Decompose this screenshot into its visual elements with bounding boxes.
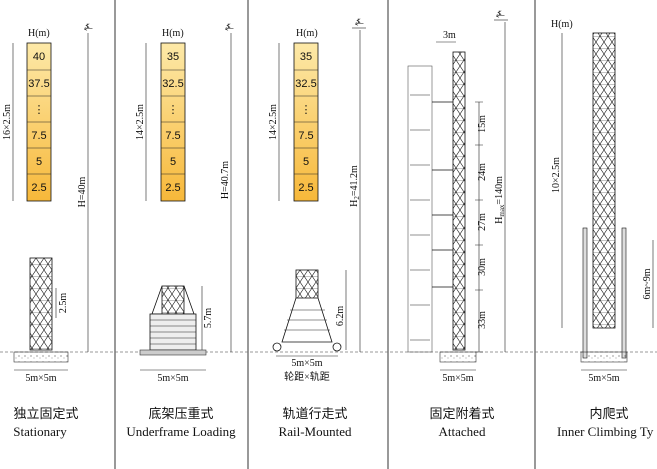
extra-label: 6m~9m — [642, 268, 653, 299]
base-label: 5m×5m — [25, 373, 56, 384]
tower-mast — [295, 269, 319, 299]
table-cell: 37.5 — [28, 78, 49, 90]
table-cell: 32.5 — [162, 78, 183, 90]
table-cell: 7.5 — [31, 130, 46, 142]
type-title-en: Stationary — [13, 424, 67, 439]
underframe-base — [139, 349, 207, 356]
segment-label: 15m — [477, 115, 488, 133]
table-cell: 5 — [303, 156, 309, 168]
type-title-cn: 独立固定式 — [13, 406, 78, 421]
tower-mast — [592, 32, 616, 329]
table-cell: 7.5 — [298, 130, 313, 142]
type-title-en: Rail-Mounted — [279, 424, 352, 439]
table-cell: 32.5 — [295, 78, 316, 90]
height-label: H=40m — [77, 176, 88, 207]
type-title-cn: 底架压重式 — [148, 406, 213, 421]
extra-label: 6.2m — [335, 306, 346, 327]
foundation — [439, 351, 477, 363]
type-title-cn: 内爬式 — [589, 406, 628, 421]
tower-mast — [161, 285, 185, 315]
wheelbase-label: 轮距×轨距 — [284, 370, 330, 383]
hmax-label: Hmax=140m — [494, 176, 506, 224]
wheel — [272, 342, 282, 352]
sections-label: 10×2.5m — [551, 157, 562, 193]
table-cell: 35 — [300, 51, 312, 63]
hook-icon: ⍼ — [84, 22, 93, 33]
height-table: 35 32.5 ⋮ 7.5 5 2.5 — [160, 42, 186, 202]
base-label: 5m×5m — [157, 373, 188, 384]
segment-label: 33m — [477, 311, 488, 329]
height-table: 35 32.5 ⋮ 7.5 5 2.5 — [293, 42, 319, 202]
table-cell: ⋮ — [168, 104, 179, 116]
table-cell: 2.5 — [165, 182, 180, 194]
sections-label: 14×2.5m — [135, 104, 146, 140]
height-label: H2=41.2m — [349, 165, 361, 207]
hook-icon: ⍼ — [496, 9, 505, 20]
segment-label: 24m — [477, 163, 488, 181]
hook-icon: ⍼ — [225, 22, 234, 33]
sections-label: 16×2.5m — [2, 104, 13, 140]
building — [407, 65, 433, 353]
inner-climbing-panel: H(m) 10×2.5m 6m~9m 5m×5m 内爬式 Inner Climb… — [551, 19, 654, 439]
table-cell: 5 — [36, 156, 42, 168]
base-label: 5m×5m — [442, 373, 473, 384]
tower-mast — [452, 51, 466, 351]
col-header: H(m) — [162, 28, 184, 39]
table-cell: 2.5 — [31, 182, 46, 194]
table-cell: ⋮ — [301, 104, 312, 116]
type-title-en: Inner Climbing Ty — [557, 424, 654, 439]
table-cell: 7.5 — [165, 130, 180, 142]
col-header: H(m) — [551, 19, 573, 30]
building-wall — [621, 227, 627, 359]
wall-ties — [432, 101, 453, 288]
type-title-en: Underframe Loading — [126, 424, 236, 439]
type-title-en: Attached — [439, 424, 486, 439]
base-label: 5m×5m — [291, 358, 322, 369]
rail-mounted-panel: H(m) 35 32.5 ⋮ 7.5 5 2.5 14×2.5m ⍼ H2=41… — [268, 17, 366, 439]
segment-label: 27m — [477, 213, 488, 231]
type-title-cn: 固定附着式 — [429, 406, 494, 421]
table-cell: 35 — [167, 51, 179, 63]
col-header: H(m) — [296, 28, 318, 39]
table-cell: 2.5 — [298, 182, 313, 194]
table-cell: ⋮ — [34, 104, 45, 116]
foundation — [13, 351, 69, 363]
foundation — [580, 351, 628, 363]
col-header: H(m) — [28, 28, 50, 39]
building-wall — [582, 227, 588, 359]
tower-mast — [29, 257, 53, 351]
base-label: 5m×5m — [588, 373, 619, 384]
table-cell: 40 — [33, 51, 45, 63]
attached-panel: ⍼ 3m 15m 24m 27m 30m 33m Hmax=140m 5m×5m… — [407, 9, 508, 439]
height-label: H=40.7m — [220, 161, 231, 199]
underframe-loading-panel: H(m) 35 32.5 ⋮ 7.5 5 2.5 14×2.5m ⍼ H=40.… — [126, 22, 236, 439]
hook-icon: ⍼ — [355, 17, 364, 28]
wheel — [332, 342, 342, 352]
extra-label: 2.5m — [58, 293, 69, 314]
height-table: 40 37.5 ⋮ 7.5 5 2.5 — [26, 42, 52, 202]
stationary-panel: H(m) 40 37.5 ⋮ 7.5 5 2.5 16×2.5m ⍼ H=40m… — [2, 22, 93, 439]
sections-label: 14×2.5m — [268, 104, 279, 140]
top-dimension-label: 3m — [443, 30, 456, 41]
extra-label: 5.7m — [203, 308, 214, 329]
table-cell: 5 — [170, 156, 176, 168]
segment-label: 30m — [477, 258, 488, 276]
type-title-cn: 轨道行走式 — [282, 406, 347, 421]
